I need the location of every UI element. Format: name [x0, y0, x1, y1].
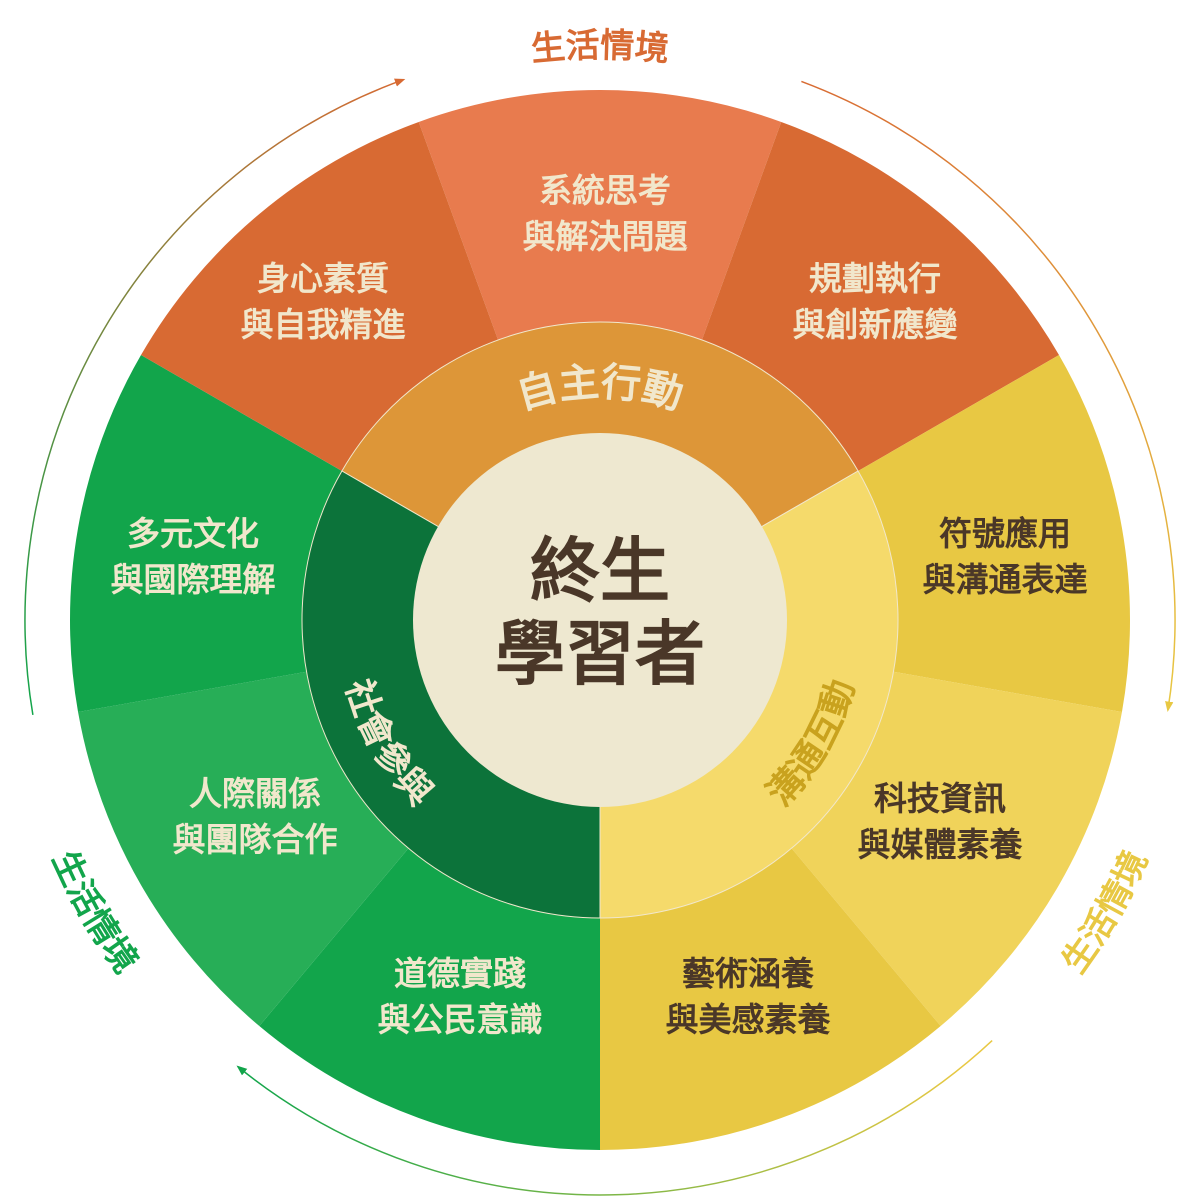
- segment-4: [600, 846, 941, 1150]
- segment-label-line2: 與國際理解: [111, 560, 276, 599]
- center-circle: [413, 433, 787, 807]
- segment-2: [856, 355, 1130, 713]
- cycle-arrow-right: [801, 80, 1176, 713]
- cycle-arrow-bottom: [236, 1039, 993, 1196]
- center-title-line1: 終生: [530, 530, 670, 612]
- segment-1: [701, 121, 1059, 472]
- segment-label-line2: 與解決問題: [523, 217, 688, 256]
- segment-label-line1: 多元文化: [127, 514, 259, 553]
- middle-ring: [301, 321, 899, 919]
- segment-6: [78, 671, 410, 1027]
- cycle-arrow-left: [24, 78, 406, 716]
- segment-label-line2: 與自我精進: [241, 305, 406, 344]
- segment-3: [790, 671, 1122, 1027]
- segment-label-line2: 與團隊合作: [173, 820, 338, 859]
- center-title-line2: 學習者: [495, 613, 705, 695]
- segment-label-line2: 與溝通表達: [923, 560, 1088, 599]
- context-label-text: 生活情境: [529, 26, 670, 70]
- segment-label-line1: 藝術涵養: [682, 954, 814, 993]
- segment-label-line2: 與公民意識: [378, 1000, 543, 1039]
- segment-label-line1: 符號應用: [939, 514, 1071, 553]
- segment-label-line1: 道德實踐: [394, 954, 526, 993]
- segment-5: [259, 846, 600, 1150]
- segment-7: [69, 355, 344, 713]
- segment-label-line1: 系統思考: [539, 171, 671, 210]
- segment-label-line1: 規劃執行: [809, 259, 941, 298]
- segment-label-line2: 與美感素養: [666, 1000, 831, 1039]
- context-label-top: 生活情境: [529, 26, 670, 70]
- segment-0: [418, 90, 782, 342]
- segment-label-line1: 人際關係: [189, 774, 321, 813]
- segment-label-line1: 科技資訊: [874, 779, 1006, 818]
- segment-label-line2: 與創新應變: [793, 305, 958, 344]
- segment-8: [141, 121, 499, 472]
- outer-segments: 系統思考與解決問題規劃執行與創新應變符號應用與溝通表達科技資訊與媒體素養藝術涵養…: [69, 90, 1130, 1150]
- segment-label-line1: 身心素質: [257, 259, 389, 298]
- segment-label-line2: 與媒體素養: [858, 825, 1023, 864]
